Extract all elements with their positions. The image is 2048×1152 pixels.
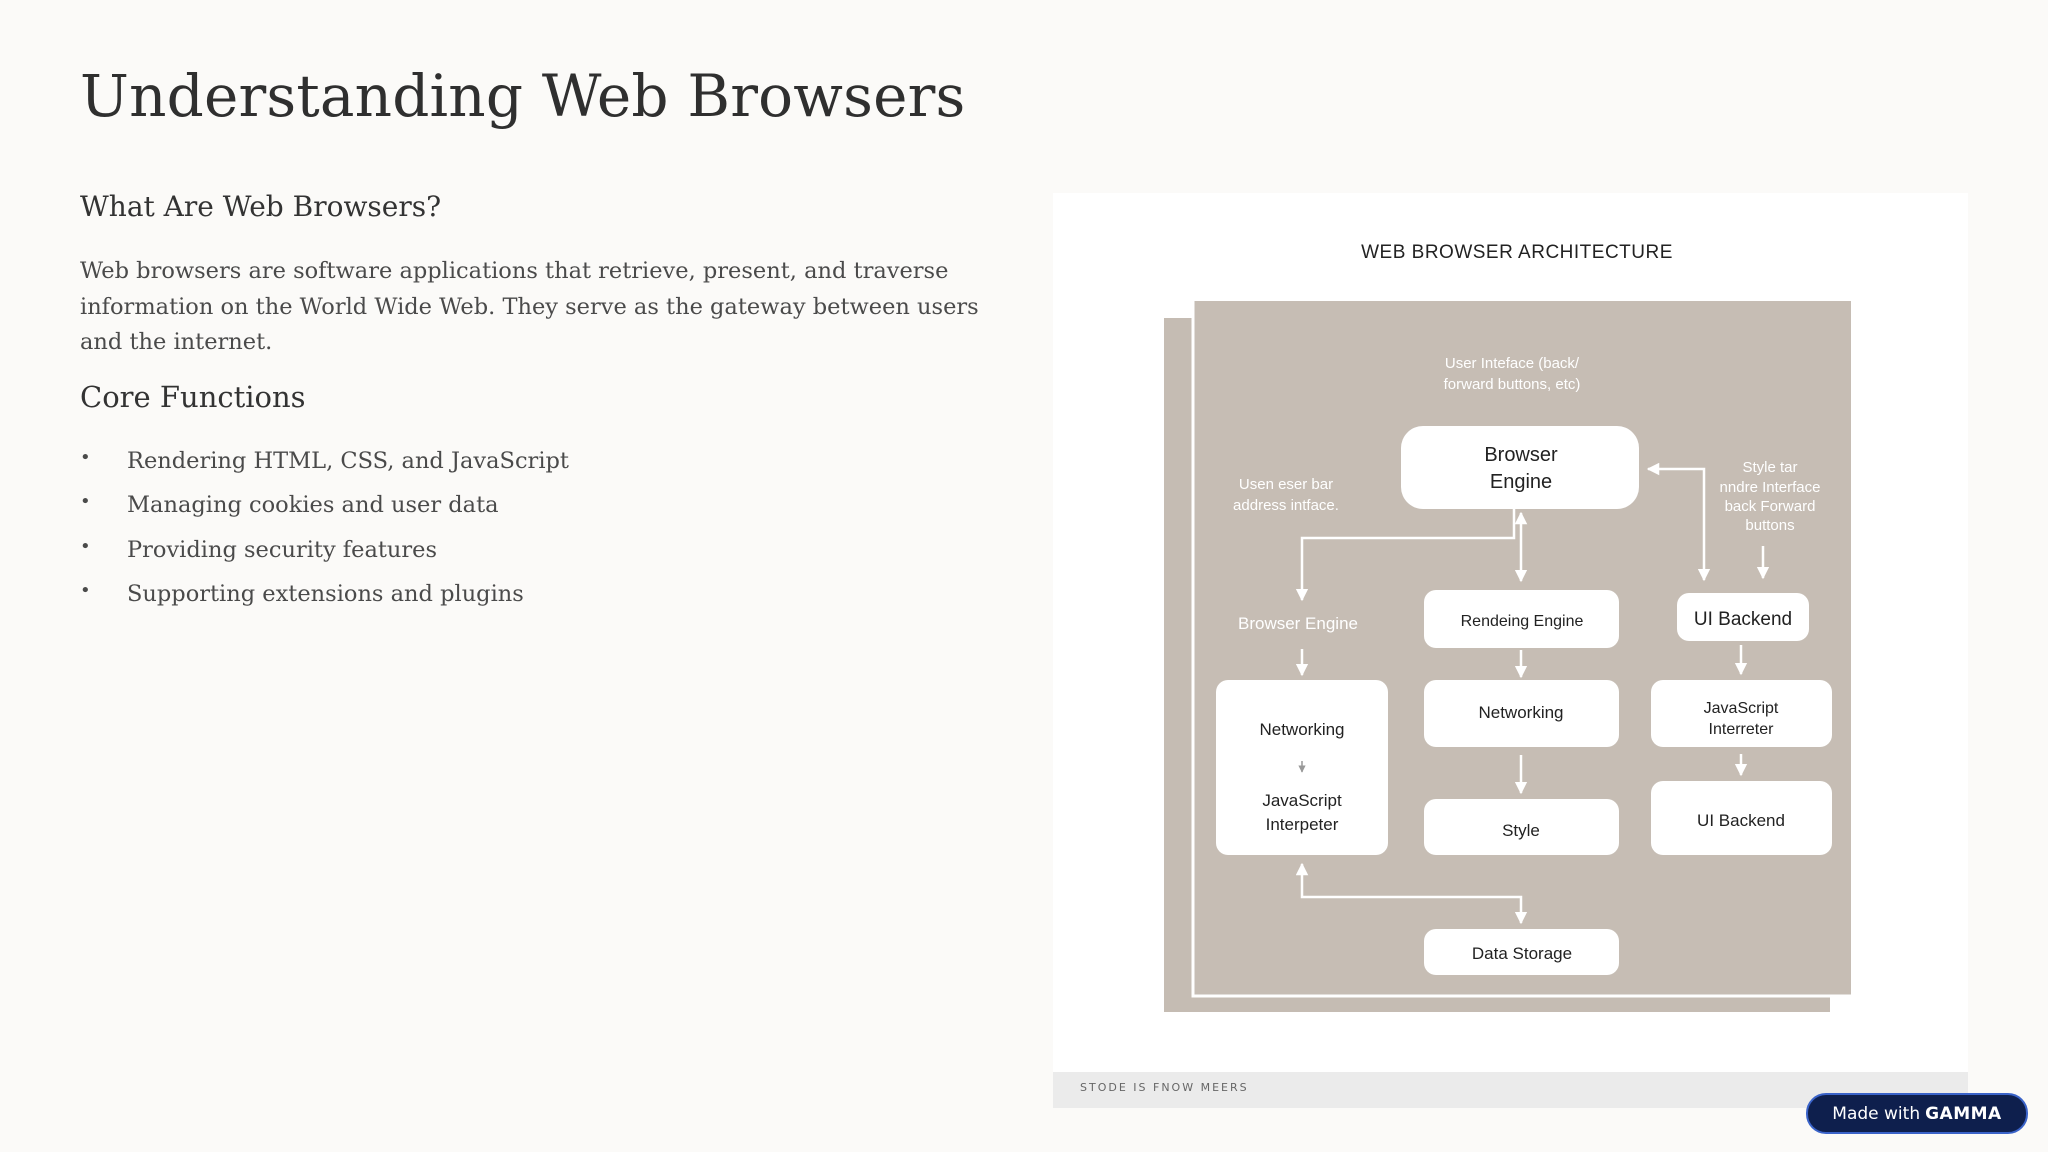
list-item-text: Rendering HTML, CSS, and JavaScript [127,448,569,474]
box-label: UI Backend [1697,811,1785,830]
intro-paragraph: Web browsers are software applications t… [80,258,979,355]
list-item-text: Supporting extensions and plugins [127,580,524,607]
right-note-line3: back Forward [1725,498,1816,515]
ui-label-line2: forward buttons, etc) [1444,376,1581,393]
box-label: Style [1502,821,1540,840]
arrows [1295,462,1770,925]
box-label: Networking [1259,720,1344,739]
arrow-backend-engine [1646,462,1711,582]
panel-border [1191,301,1851,998]
box-style [1424,799,1619,855]
left-note-line2: address intface. [1233,497,1339,514]
list-item-text: Providing security features [127,536,438,563]
core-functions-list: • Rendering HTML, CSS, and JavaScript • Ma… [80,444,569,621]
box-label: UI Backend [1694,609,1792,630]
box-label: Interpeter [1266,815,1339,834]
section-heading-what: What Are Web Browsers? [80,190,442,223]
browser-engine-label: Browser Engine [1238,614,1358,633]
box-label: Data Storage [1472,944,1572,963]
left-note-line1: Usen eser bar [1239,476,1333,493]
box-label: Rendeing Engine [1461,613,1584,630]
box-label: Browser [1484,444,1558,466]
bullet-icon: • [80,447,91,468]
right-note-line2: nndre Interface [1720,479,1821,496]
badge-prefix: Made with [1832,1103,1921,1124]
bullet-icon: • [80,491,91,513]
box-rendering-engine [1424,590,1619,648]
list-item: • Providing security features [80,533,569,577]
list-item: • Managing cookies and user data [80,488,569,532]
bullet-icon: • [80,535,91,557]
box-ui-backend-top [1677,593,1809,641]
gamma-logo: GAMMA [1925,1103,2002,1124]
box-networking-mid [1424,680,1619,747]
right-note-line4: buttons [1745,517,1794,534]
arrow-engine-to-label [1295,509,1516,602]
box-js-interpreter-right [1651,680,1832,747]
arrow-js-datastorage [1295,862,1528,925]
list-item: • Supporting extensions and plugins [80,577,569,621]
page-title: Understanding Web Browsers [80,62,966,130]
box-data-storage [1424,929,1619,975]
diagram-title: WEB BROWSER ARCHITECTURE [1361,242,1673,263]
box-browser-engine [1401,426,1639,509]
box-label: JavaScript [1262,791,1342,810]
annotations: User Inteface (back/ forward buttons, et… [1233,355,1820,633]
section-heading-core: Core Functions [80,380,306,414]
box-label: JavaScript [1704,700,1779,717]
box-label: Networking [1478,703,1563,722]
list-item-text: Managing cookies and user data [127,492,499,519]
list-item: • Rendering HTML, CSS, and JavaScript [80,444,569,488]
right-note-line1: Style tar [1742,459,1797,476]
box-labels: Browser Engine Rendeing Engine UI Backen… [1259,444,1792,963]
box-ui-backend-bottom [1651,781,1832,855]
box-label: Engine [1490,471,1552,493]
front-panel [1193,301,1851,996]
diagram-caption: STODE IS FNOW MEERS [1080,1081,1249,1094]
box-label: Interreter [1709,721,1775,738]
bullet-icon: • [80,579,91,601]
ui-label-line1: User Inteface (back/ [1445,355,1580,372]
